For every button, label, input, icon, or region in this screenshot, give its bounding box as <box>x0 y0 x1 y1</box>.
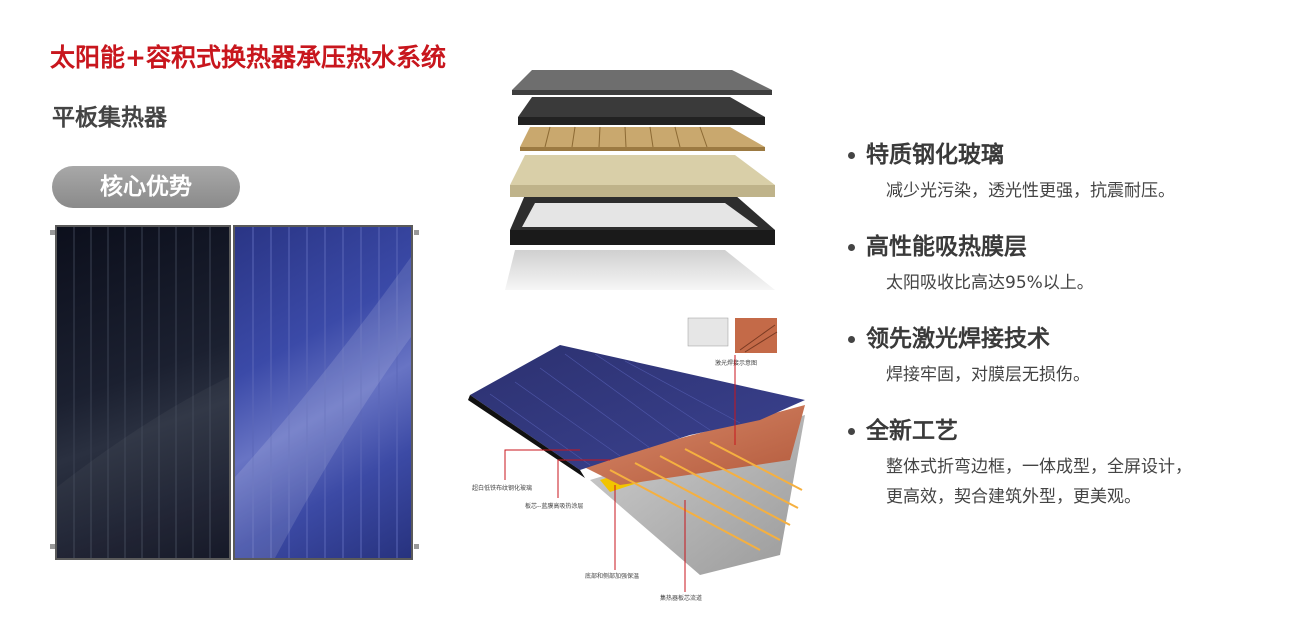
feature-laser-welding: 领先激光焊接技术 焊接牢固，对膜层无损伤。 <box>848 322 1268 390</box>
core-advantage-badge: 核心优势 <box>52 166 240 208</box>
feature-description: 更高效，契合建筑外型，更美观。 <box>886 487 1141 507</box>
bullet-dot <box>848 336 855 343</box>
feature-heading: 全新工艺 <box>866 418 958 444</box>
feature-heading: 特质钢化玻璃 <box>866 142 1004 168</box>
feature-coating: 高性能吸热膜层 太阳吸收比高达95%以上。 <box>848 230 1268 298</box>
feature-heading: 高性能吸热膜层 <box>866 234 1027 260</box>
feature-heading: 领先激光焊接技术 <box>866 326 1050 352</box>
bullet-dot <box>848 428 855 435</box>
feature-list: 特质钢化玻璃 减少光污染，透光性更强，抗震耐压。 高性能吸热膜层 太阳吸收比高达… <box>848 138 1268 536</box>
glass-label: 超白低铁布纹钢化玻璃 <box>472 484 532 492</box>
cutaway-collector-diagram: 激光焊接示意图 超白低铁布纹钢化玻璃 板芯--蓝膜高吸热涂层 底部和侧部加强保温… <box>460 310 805 605</box>
section-subtitle: 平板集热器 <box>52 105 167 131</box>
panel-rails <box>50 230 419 549</box>
feature-new-process: 全新工艺 整体式折弯边框，一体成型，全屏设计， 更高效，契合建筑外型，更美观。 <box>848 414 1268 512</box>
dark-collector-panel <box>55 225 231 560</box>
blue-collector-panel <box>233 225 413 560</box>
bullet-dot <box>848 244 855 251</box>
feature-description: 太阳吸收比高达95%以上。 <box>886 273 1094 293</box>
film-label: 板芯--蓝膜高吸热涂层 <box>525 502 583 510</box>
collector-panels-image <box>50 222 420 567</box>
feature-description: 整体式折弯边框，一体成型，全屏设计， <box>886 457 1192 477</box>
feature-description: 焊接牢固，对膜层无损伤。 <box>886 365 1090 385</box>
weld-diagram-label: 激光焊接示意图 <box>715 359 757 367</box>
feature-description: 减少光污染，透光性更强，抗震耐压。 <box>886 181 1175 201</box>
pipe-label: 集热器板芯流道 <box>660 594 702 602</box>
exploded-layer-diagram <box>490 55 790 300</box>
bullet-dot <box>848 152 855 159</box>
page-title: 太阳能+容积式换热器承压热水系统 <box>50 43 446 72</box>
insulation-label: 底部和侧部加强保温 <box>585 572 639 580</box>
feature-glass: 特质钢化玻璃 减少光污染，透光性更强，抗震耐压。 <box>848 138 1268 206</box>
